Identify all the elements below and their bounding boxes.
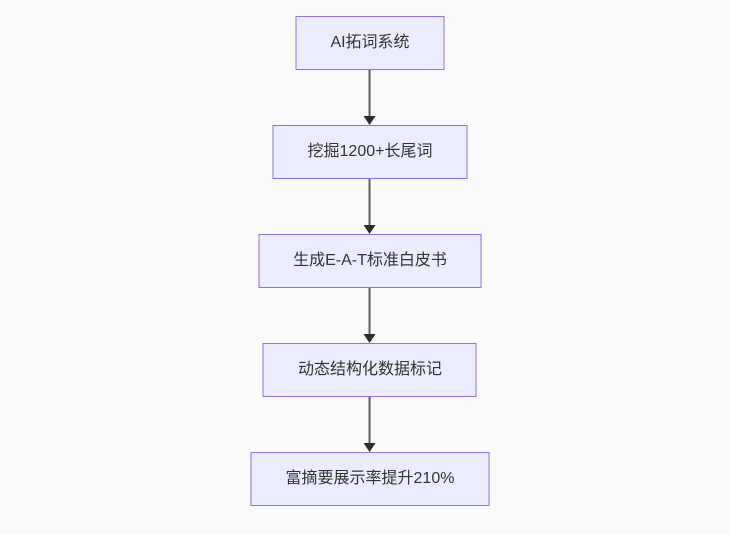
flow-node-structured-data: 动态结构化数据标记	[262, 343, 477, 397]
edge-arrow	[363, 288, 377, 343]
edge-line	[369, 70, 371, 117]
flow-node-label: 富摘要展示率提升210%	[285, 470, 455, 487]
flow-node-eat-whitepaper: 生成E-A-T标准白皮书	[258, 234, 482, 288]
flow-node-longtail-mining: 挖掘1200+长尾词	[272, 125, 468, 179]
edge-arrow	[363, 179, 377, 234]
edge-arrow	[363, 70, 377, 125]
flow-node-label: 动态结构化数据标记	[297, 361, 442, 378]
arrowhead-down-icon	[364, 334, 376, 343]
edge-line	[369, 179, 371, 226]
flow-node-ai-word-system: AI拓词系统	[295, 16, 445, 70]
edge-arrow	[363, 397, 377, 452]
flow-node-label: 生成E-A-T标准白皮书	[293, 252, 447, 269]
arrowhead-down-icon	[364, 116, 376, 125]
flow-node-rich-snippet-result: 富摘要展示率提升210%	[250, 452, 490, 506]
flow-node-label: AI拓词系统	[330, 34, 410, 51]
flowchart-column: AI拓词系统 挖掘1200+长尾词 生成E-A-T标准白皮书 动态结构化数据标记	[250, 16, 490, 506]
arrowhead-down-icon	[364, 443, 376, 452]
flow-node-label: 挖掘1200+长尾词	[307, 143, 433, 160]
arrowhead-down-icon	[364, 225, 376, 234]
edge-line	[369, 397, 371, 444]
edge-line	[369, 288, 371, 335]
